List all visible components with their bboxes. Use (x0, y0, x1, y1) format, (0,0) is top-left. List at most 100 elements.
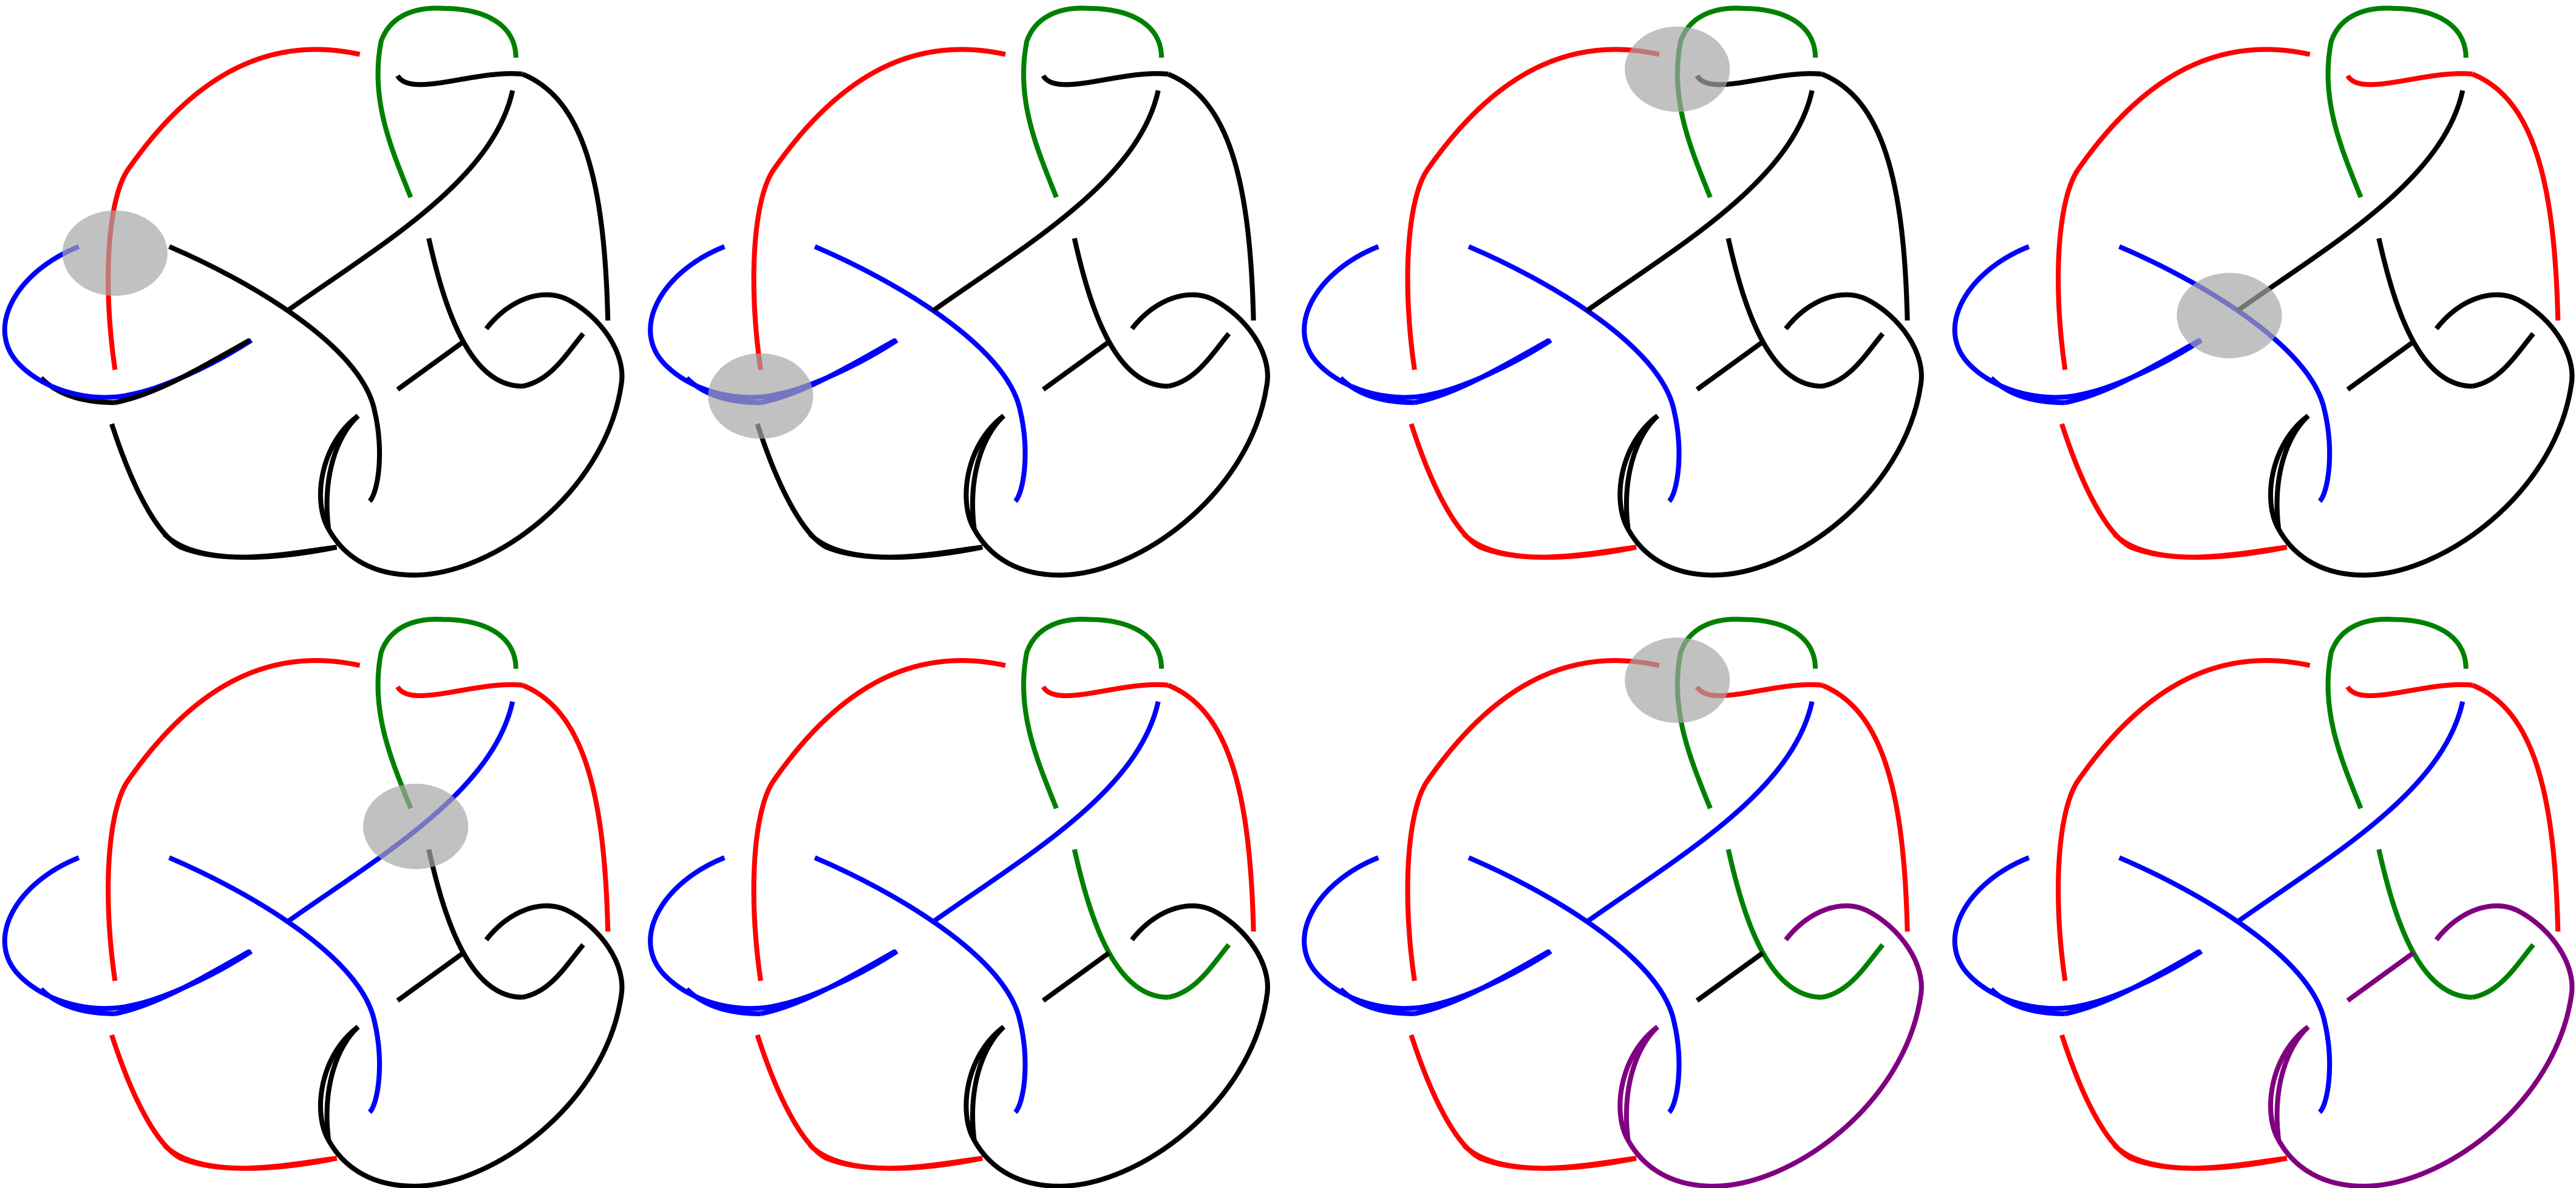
strand-k (755, 1034, 983, 1171)
strand-e (1821, 682, 1910, 932)
strand-l (2112, 532, 2288, 560)
strand-c (1674, 5, 1818, 199)
strand-n (963, 292, 1270, 578)
strand-l (808, 532, 983, 560)
strand-m (1167, 332, 1231, 389)
strand-d (395, 682, 523, 698)
strand-f (2118, 244, 2333, 503)
strand-c (1674, 617, 1818, 810)
strand-h (426, 237, 523, 389)
strand-p (2274, 413, 2310, 530)
strand-f (814, 244, 1028, 503)
knot-panel-1 (2, 5, 625, 578)
strand-b (2056, 658, 2311, 982)
knot-panel-6 (648, 617, 1270, 1188)
strand-g (931, 701, 1161, 924)
strand-g (931, 90, 1161, 313)
strand-p (970, 413, 1006, 530)
knot-panel-8 (1952, 617, 2575, 1188)
strand-b (2056, 47, 2311, 370)
strand-h (2376, 237, 2473, 389)
strand-f (1467, 855, 1682, 1115)
strand-l (1462, 532, 1637, 560)
strand-c (375, 617, 518, 810)
strand-k (109, 423, 338, 560)
strand-j (1414, 338, 1551, 406)
strand-d (2345, 71, 2473, 87)
strand-p (970, 1025, 1006, 1141)
strand-h (2376, 849, 2473, 1000)
strand-p (1624, 1025, 1660, 1141)
crossing-highlight-marker (708, 353, 814, 439)
strand-h (1072, 237, 1169, 389)
strand-p (324, 413, 360, 530)
strand-j (2064, 338, 2201, 406)
strand-n (963, 903, 1270, 1188)
strand-m (1167, 943, 1231, 1000)
strand-f (168, 244, 382, 503)
knot-panel-2 (648, 5, 1270, 578)
strand-i (2346, 339, 2415, 392)
strand-j (760, 949, 897, 1016)
strand-m (2472, 943, 2535, 1000)
strand-p (2274, 1025, 2310, 1141)
strand-p (324, 1025, 360, 1141)
strand-e (521, 72, 611, 321)
strand-e (1167, 72, 1256, 321)
strand-n (2268, 292, 2575, 578)
strand-h (1725, 237, 1823, 389)
strand-g (1585, 90, 1815, 313)
strand-k (1409, 423, 1637, 560)
strand-b (751, 47, 1006, 370)
strand-e (2471, 72, 2561, 321)
strand-n (1617, 903, 1924, 1188)
strand-i (1695, 339, 1764, 392)
strand-c (1021, 617, 1164, 810)
strand-g (2236, 701, 2466, 924)
knot-panel-4 (1952, 5, 2575, 578)
strand-b (1405, 658, 1660, 982)
strand-n (318, 292, 625, 578)
strand-j (114, 949, 251, 1016)
strand-i (396, 951, 465, 1003)
strand-k (1409, 1034, 1637, 1171)
strand-e (2471, 682, 2561, 932)
crossing-highlight-marker (1625, 637, 1730, 723)
strand-m (1821, 943, 1885, 1000)
crossing-highlight-marker (62, 210, 168, 296)
strand-h (1725, 849, 1823, 1000)
strand-d (1041, 71, 1169, 87)
strand-m (2472, 332, 2535, 389)
strand-l (162, 1143, 338, 1171)
strand-l (1462, 1143, 1637, 1171)
strand-i (1041, 339, 1110, 392)
strand-b (106, 658, 361, 982)
strand-e (521, 682, 611, 932)
strand-n (318, 903, 625, 1188)
strand-p (1624, 413, 1660, 530)
strand-f (2118, 855, 2333, 1115)
strand-i (1041, 951, 1110, 1003)
strand-c (375, 5, 518, 199)
strand-d (2345, 682, 2473, 698)
knot-panel-3 (1302, 5, 1924, 578)
strand-k (2059, 1034, 2288, 1171)
strand-h (1072, 849, 1169, 1000)
strand-k (755, 423, 983, 560)
strand-l (2112, 1143, 2288, 1171)
strand-g (2236, 90, 2466, 313)
crossing-highlight-marker (2177, 273, 2282, 359)
strand-g (286, 90, 515, 313)
strand-k (109, 1034, 338, 1171)
strand-b (1405, 47, 1660, 370)
strand-l (162, 532, 338, 560)
strand-m (522, 332, 585, 389)
knot-panel-5 (2, 617, 625, 1188)
strand-d (1041, 682, 1169, 698)
strand-c (1021, 5, 1164, 199)
strand-f (168, 855, 382, 1115)
strand-h (426, 849, 523, 1000)
strand-g (1585, 701, 1815, 924)
